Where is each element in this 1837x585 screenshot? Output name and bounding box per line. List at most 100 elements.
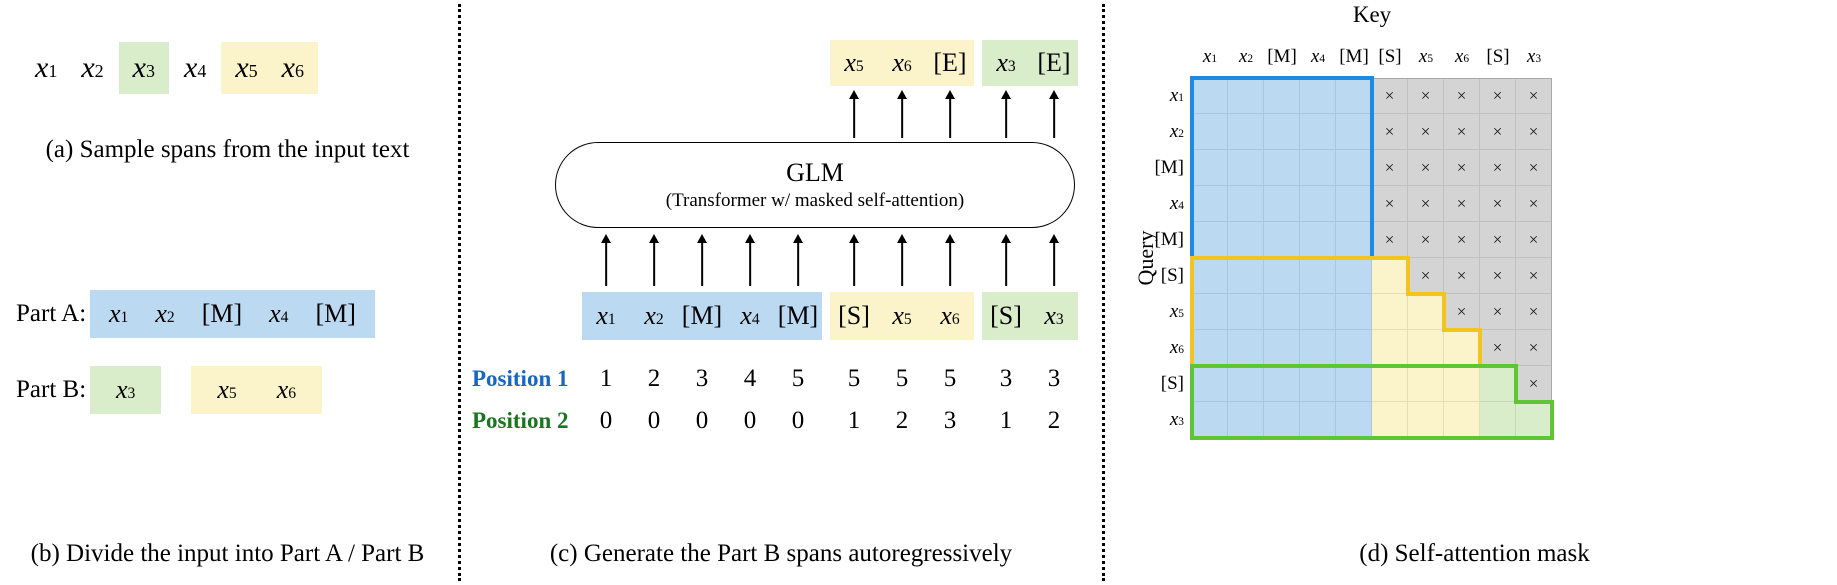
attn-cell-visible [1192,150,1228,186]
up-arrow-icon [944,234,956,286]
attn-cell-visible [1192,330,1228,366]
token: [M] [1267,46,1297,67]
token: [S] [1486,46,1510,67]
attn-cell-masked: × [1444,222,1480,258]
attn-cell-visible [1300,294,1336,330]
attn-cell-masked: × [1372,222,1408,258]
attn-cell-visible [1264,366,1300,402]
up-arrow-icon [1048,90,1060,138]
key-column-header: [S] [1372,40,1408,74]
position-value: 0 [647,407,661,434]
up-arrow-icon [696,234,708,286]
attn-cell-masked: × [1408,258,1444,294]
attn-cell-masked: × [1408,150,1444,186]
attn-cell-visible [1336,258,1372,294]
position-value: 4 [743,365,757,392]
attn-cell-visible [1444,330,1480,366]
position-value: 3 [999,365,1013,392]
token: [M] [777,301,819,330]
attn-cell-visible [1300,114,1336,150]
attn-cell-masked: × [1516,150,1552,186]
attn-cell-masked: × [1444,294,1480,330]
token: [S] [990,301,1022,330]
attn-cell-masked: × [1516,258,1552,294]
position-value: 2 [1047,407,1061,434]
attn-cell-visible [1228,294,1264,330]
attn-cell-visible [1264,150,1300,186]
position1-label: Position 1 [472,366,569,391]
panel-separator [1102,4,1105,581]
arrow-slot [1030,90,1078,138]
attn-cell-visible [1300,330,1336,366]
attn-cell-visible [1408,366,1444,402]
arrow-slot [1030,234,1078,286]
attn-cell-masked: × [1480,294,1516,330]
attn-cell-visible [1336,150,1372,186]
attn-cell-visible [1336,114,1372,150]
position-value: 0 [599,407,613,434]
attn-cell-visible [1228,258,1264,294]
token: [M] [315,299,356,328]
arrow-slot [878,234,926,286]
attn-cell-visible [1300,186,1336,222]
token: [E] [933,48,967,77]
key-axis-label: Key [1352,2,1392,27]
arrow-group [982,234,1078,286]
key-column-header: [M] [1264,40,1300,74]
attn-cell-visible [1336,366,1372,402]
attn-cell-masked: × [1516,366,1552,402]
arrow-slot [726,234,774,286]
attn-cell-visible [1264,114,1300,150]
attn-cell-masked: × [1516,186,1552,222]
key-column-header: [M] [1336,40,1372,74]
arrow-slot [926,234,974,286]
input-arrows-row [582,234,1078,286]
position-value: 5 [847,365,861,392]
position-value: 1 [847,407,861,434]
arrow-slot [926,90,974,138]
attn-cell-visible [1228,186,1264,222]
attn-cell-visible [1444,402,1480,438]
attn-cell-visible [1372,330,1408,366]
attn-cell-visible [1228,366,1264,402]
token-slot: [M] [678,292,726,340]
attn-cell-visible [1264,222,1300,258]
token-slot: [M] [774,292,822,340]
query-row-header: [M] [1112,150,1192,186]
position-value: 3 [695,365,709,392]
position-value: 0 [743,407,757,434]
attn-cell-visible [1300,150,1336,186]
arrow-group [982,90,1078,138]
position-value: 3 [1047,365,1061,392]
up-arrow-icon [1000,234,1012,286]
panel-a-caption: (a) Sample spans from the input text [45,136,410,163]
attn-cell-visible [1300,258,1336,294]
position-value: 2 [895,407,909,434]
